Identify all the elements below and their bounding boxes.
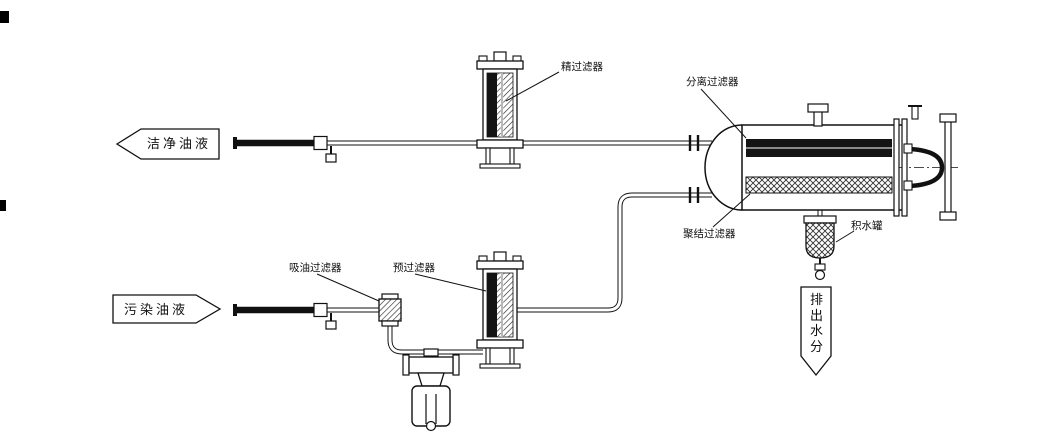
suction-filter [378, 293, 402, 327]
pipe-bore [517, 193, 712, 312]
leader-water-tank [835, 230, 855, 243]
filter-element-dark [487, 73, 497, 137]
separation-filter-label: 分离过滤器 [686, 76, 739, 88]
davit-cap [939, 113, 957, 123]
support-leg [485, 147, 491, 165]
flange-pair [688, 135, 700, 203]
davit-pin [911, 105, 919, 120]
top-flange [476, 60, 524, 70]
pipe-outline [387, 324, 483, 355]
filter-element-dark [487, 273, 497, 337]
pump-unit [402, 348, 460, 432]
drain-valve [814, 263, 826, 271]
suction-filter-label: 吸油过滤器 [289, 262, 342, 274]
vessel-body [741, 124, 904, 211]
clean-oil-arrow [115, 128, 220, 160]
drain-handwheel [814, 269, 826, 281]
support-leg [509, 147, 515, 165]
hose-end-cap [233, 137, 237, 149]
pipe-outline [517, 192, 712, 313]
pump-tee [423, 348, 439, 357]
base-plate [479, 163, 521, 169]
dirty-oil-label: 污染油液 [123, 302, 188, 317]
scan-artifact [0, 200, 6, 211]
davit-cap [939, 211, 957, 221]
pump-casing [408, 356, 454, 374]
motor-dome [425, 420, 437, 432]
scan-artifact [0, 11, 9, 23]
scan-artifacts [0, 11, 9, 211]
bottom-flange [476, 339, 524, 349]
vent-stub [813, 110, 823, 127]
closure-flange [893, 118, 900, 217]
coalescing-filter-label: 聚结过滤器 [683, 228, 736, 240]
closure-handle [909, 146, 945, 189]
leader-lines [316, 71, 855, 302]
motor-body [411, 385, 451, 427]
leader-fine-filter [505, 71, 560, 102]
filter-vent [493, 51, 507, 62]
tank-flange [803, 215, 837, 224]
dirty-oil-arrow [112, 294, 222, 324]
bleed-valve [325, 313, 337, 330]
bottom-flange [476, 139, 524, 149]
handle-lug [903, 180, 913, 191]
hose-coupling [313, 135, 328, 151]
pump-end-flange [452, 354, 460, 376]
leader-suction-filter [316, 273, 380, 302]
leader-coalescing-filter [712, 193, 751, 228]
top-flange [476, 260, 524, 270]
water-tank-label: 积水罐 [851, 220, 883, 232]
pipe-bore [388, 324, 483, 354]
closure-flange [901, 118, 908, 217]
vessel-head [704, 124, 743, 211]
filter-vent [493, 251, 507, 262]
discharge-water-banner [800, 286, 832, 377]
leader-separation-filter [700, 88, 747, 139]
fine-filter [476, 51, 524, 169]
piping [233, 135, 823, 355]
valve-body [325, 320, 337, 330]
separator-vessel [704, 103, 958, 221]
clean-oil-label: 洁净油液 [146, 136, 211, 151]
water-tank [803, 215, 837, 281]
fine-filter-label: 精过滤器 [561, 61, 603, 73]
support-leg [485, 347, 491, 365]
tank-body [805, 222, 835, 259]
bleed-valve [325, 146, 337, 163]
leader-pre-filter [414, 273, 487, 292]
support-leg [509, 347, 515, 365]
hose-coupling [313, 302, 328, 318]
base-plate [479, 363, 521, 369]
pump-end-flange [402, 354, 410, 376]
filter-cap [381, 320, 399, 327]
valve-body [325, 153, 337, 163]
discharge-water-label: 排出水分 [809, 292, 823, 354]
coalescing-element [745, 176, 893, 194]
filter-body [378, 298, 402, 322]
hose-end-cap [233, 304, 237, 316]
davit-column [944, 120, 952, 215]
pre-filter-label: 预过滤器 [393, 262, 435, 274]
filter-cap [381, 293, 399, 300]
pump-bracket [417, 372, 445, 387]
vent-valve [807, 103, 829, 113]
handle-lug [903, 143, 913, 154]
pre-filter [476, 251, 524, 369]
